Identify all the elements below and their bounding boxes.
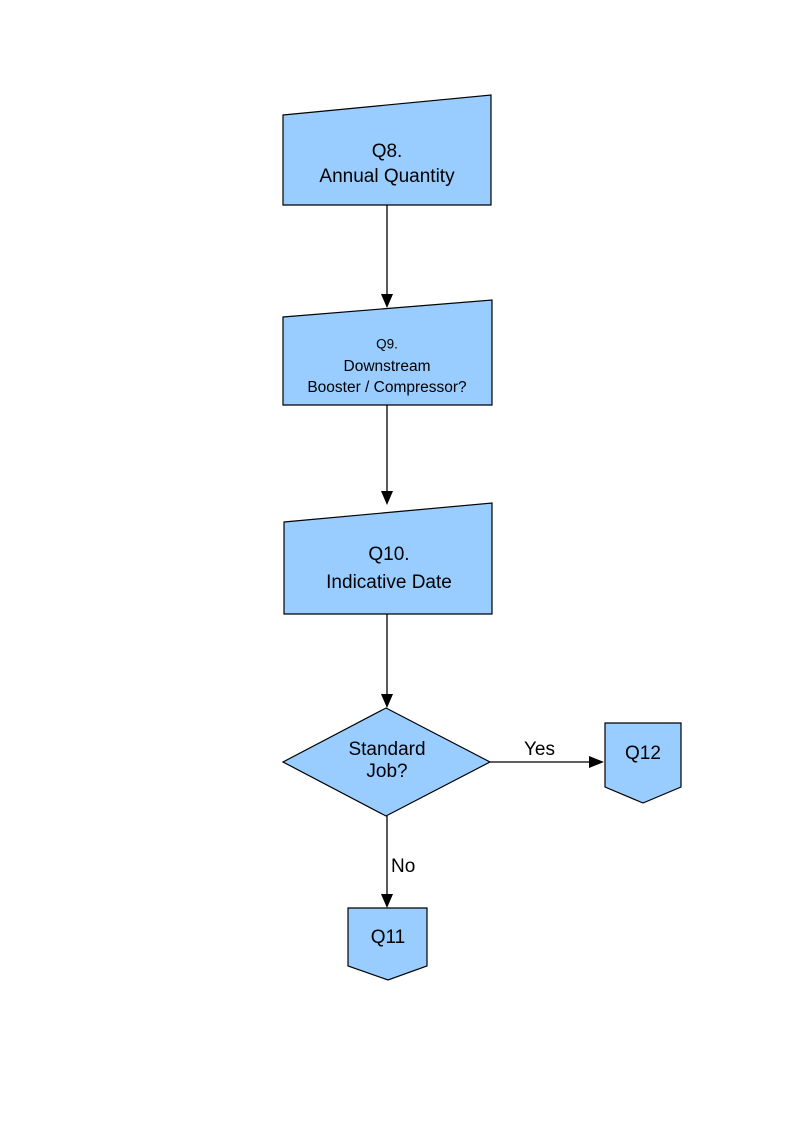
edge-q8-to-q9-arrowhead <box>381 294 393 308</box>
node-decision-standard-job[interactable]: Standard Job? <box>281 707 492 817</box>
edge-q10-to-decision-arrowhead <box>381 694 393 708</box>
q11-shape-off-page-connector <box>347 907 428 981</box>
node-q12[interactable]: Q12 <box>604 722 682 804</box>
edge-decision-to-q11: No <box>381 816 415 908</box>
q10-shape-data-parallelogram <box>283 502 493 615</box>
q9-shape-data-parallelogram <box>282 299 493 406</box>
q9-label-line2: Downstream <box>344 358 431 375</box>
decision-label-line2: Job? <box>366 761 407 782</box>
q12-label: Q12 <box>625 743 661 764</box>
edge-label-no: No <box>391 856 415 877</box>
edge-label-yes: Yes <box>524 739 555 760</box>
q10-label-line1: Q10. <box>368 544 409 565</box>
edge-q9-to-q10-arrowhead <box>381 491 393 505</box>
q11-label: Q11 <box>371 927 406 948</box>
decision-shape-diamond <box>281 707 492 817</box>
q8-label-line1: Q8. <box>372 141 403 162</box>
edge-q9-to-q10 <box>381 405 393 505</box>
edge-decision-to-q11-arrowhead <box>381 894 393 908</box>
q12-shape-off-page-connector <box>604 722 682 804</box>
q8-label-line2: Annual Quantity <box>319 166 455 187</box>
q10-label-line2: Indicative Date <box>326 572 452 593</box>
node-q8[interactable]: Q8. Annual Quantity <box>282 94 492 206</box>
edge-q8-to-q9 <box>381 205 393 308</box>
node-q11[interactable]: Q11 <box>347 907 428 981</box>
node-q9[interactable]: Q9. Downstream Booster / Compressor? <box>282 299 493 406</box>
decision-label-line1: Standard <box>348 739 425 760</box>
q9-label-line1: Q9. <box>376 337 398 352</box>
edge-q10-to-decision <box>381 614 393 708</box>
edge-decision-to-q12-arrowhead <box>589 756 604 768</box>
edge-decision-to-q12: Yes <box>490 739 604 768</box>
node-q10[interactable]: Q10. Indicative Date <box>283 502 493 615</box>
q8-shape-data-parallelogram <box>282 94 492 206</box>
q9-label-line3: Booster / Compressor? <box>307 379 467 396</box>
